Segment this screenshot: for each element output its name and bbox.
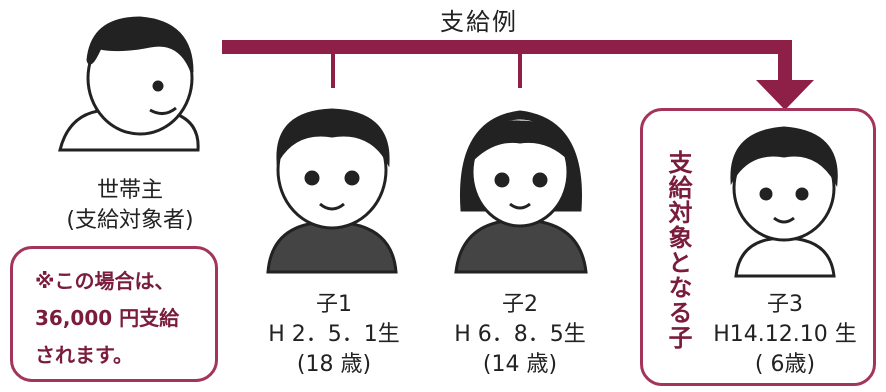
child1-name: 子1: [316, 292, 352, 317]
connector-child1: [331, 54, 335, 88]
note-line-1: ※この場合は、: [35, 269, 175, 293]
head-of-household-label: 世帯主 (支給対象者): [30, 176, 230, 236]
eligible-child-label: 支給対象となる子: [664, 150, 692, 350]
child2-label: 子2 H 6．8．5生 (14 歳): [430, 290, 610, 380]
child2-figure: [454, 110, 588, 274]
head-of-household-figure: [58, 16, 200, 152]
child3-birth: H14.12.10 生: [713, 322, 857, 347]
arrow-head-icon: [756, 80, 814, 110]
child1-label: 子1 H 2．5．1生 (18 歳): [244, 290, 424, 380]
head-role: (支給対象者): [66, 208, 194, 233]
arrow-shaft: [778, 40, 792, 84]
child1-age: (18 歳): [296, 352, 372, 377]
connector-bar: [222, 40, 792, 54]
child3-label: 子3 H14.12.10 生 ( 6歳): [700, 290, 870, 380]
child1-figure: [266, 108, 398, 274]
eligible-child-box: [640, 108, 876, 386]
child1-birth: H 2．5．1生: [268, 322, 400, 347]
diagram-title: 支給例: [440, 8, 518, 36]
payment-note-box: ※この場合は、 36,000 円支給 されます。: [10, 246, 218, 382]
child2-birth: H 6．8．5生: [454, 322, 586, 347]
child3-figure: [730, 126, 838, 278]
head-name: 世帯主: [96, 178, 163, 203]
connector-child2: [518, 54, 522, 88]
note-line-3: されます。: [35, 343, 133, 367]
child3-age: ( 6歳): [754, 352, 816, 377]
child2-name: 子2: [502, 292, 538, 317]
child2-age: (14 歳): [482, 352, 558, 377]
note-line-2: 36,000 円支給: [35, 306, 180, 330]
child3-name: 子3: [767, 292, 803, 317]
